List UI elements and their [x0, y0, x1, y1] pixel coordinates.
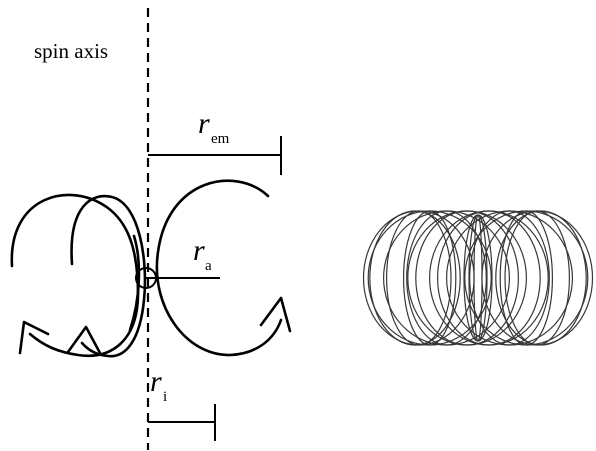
- torus-field-loop: [481, 210, 594, 346]
- r-em-subscript: em: [211, 131, 230, 147]
- torus-field-loop: [504, 210, 571, 346]
- r-i-dimension: [148, 404, 216, 441]
- torus-field-loop: [469, 210, 550, 346]
- r-a-symbol: r: [193, 234, 205, 267]
- torus-field-loop: [362, 210, 475, 346]
- left-arrow-head-1: [18, 320, 50, 355]
- left-arrow-head-2: [66, 325, 102, 355]
- right-circulation-loop: [155, 179, 292, 357]
- spin-axis-label: spin axis: [34, 39, 108, 63]
- torus-field-loop: [385, 210, 452, 346]
- torus-field-loop: [407, 210, 528, 346]
- right-arrow-head: [259, 296, 292, 333]
- torus-field-loop: [499, 210, 553, 346]
- r-i-symbol: r: [150, 365, 162, 398]
- r-i-label: r i: [150, 365, 167, 405]
- r-a-subscript: a: [205, 258, 212, 274]
- r-i-subscript: i: [163, 389, 167, 405]
- r-em-dimension: [148, 136, 282, 175]
- torus-core-loop: [463, 214, 493, 342]
- r-a-label: r a: [193, 234, 212, 274]
- r-em-symbol: r: [198, 107, 210, 140]
- torus-core-loop: [473, 214, 483, 342]
- torus-field-loop: [437, 210, 541, 346]
- torus-field-loop: [415, 210, 520, 346]
- left-circulation-loops: [10, 193, 147, 358]
- r-em-label: r em: [198, 107, 230, 147]
- toroidal-field-lines: [362, 210, 594, 346]
- torus-core-loop: [468, 214, 488, 342]
- torus-field-loop: [383, 210, 511, 346]
- torus-field-loop: [367, 210, 492, 346]
